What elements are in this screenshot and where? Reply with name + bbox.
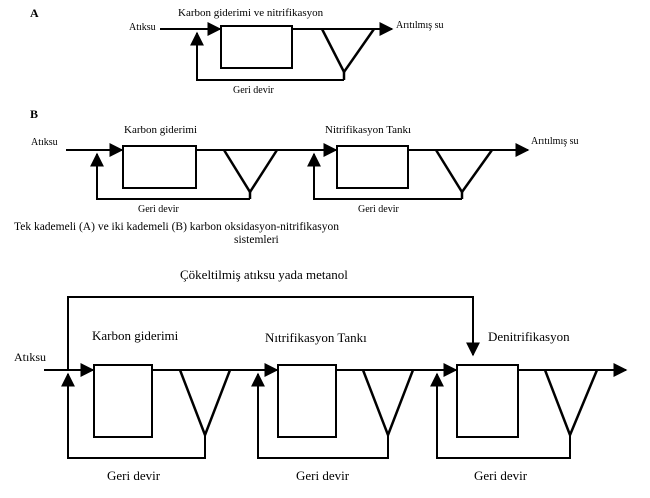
diagram-b-clarifier-2 — [434, 149, 494, 195]
diagram-c-recycle-line-1 — [61, 372, 206, 459]
caption-line-2: sistemleri — [234, 234, 279, 246]
diagram-c-bypass-label: Çökeltilmiş atıksu yada metanol — [180, 267, 348, 282]
diagram-c-reactor-2 — [277, 364, 337, 438]
diagram-c-recycle-line-3 — [430, 372, 571, 459]
diagram-c-clarifier-1 — [178, 369, 232, 439]
diagram-b-reactor-1 — [122, 145, 197, 189]
diagram-a-title: Karbon giderimi ve nitrifikasyon — [178, 7, 324, 19]
diagram-a-clarifier — [320, 28, 376, 75]
diagram-b-output-label: Arıtılmış su — [531, 136, 579, 147]
diagram-b-clarifier-1 — [222, 149, 279, 195]
diagram-b-label: B — [30, 107, 38, 121]
diagram-a-label: A — [30, 6, 39, 20]
diagram-b-stage2-label: Nitrifikasyon Tankı — [325, 124, 411, 136]
diagram-c-recycle-label-2: Geri devir — [296, 468, 350, 483]
diagram-b-stage1-label: Karbon giderimi — [124, 124, 197, 136]
diagram-c-stage1-label: Karbon giderimi — [92, 328, 179, 343]
diagram-a-input-label: Atıksu — [129, 22, 156, 33]
diagram-a-recycle-line — [190, 31, 344, 81]
diagram-c-clarifier-2 — [361, 369, 415, 439]
caption: Tek kademeli (A) ve iki kademeli (B) kar… — [14, 221, 339, 246]
diagram-b-recycle-line-1 — [90, 152, 250, 200]
diagram-c-reactor-3 — [456, 364, 519, 438]
diagram-b-recycle-label-1: Geri devir — [138, 204, 179, 215]
diagram-c-bypass-line — [67, 296, 480, 370]
diagram-c-recycle-label-1: Geri devir — [107, 468, 161, 483]
diagram-c-reactor-1 — [93, 364, 153, 438]
diagram-b-recycle-label-2: Geri devir — [358, 204, 399, 215]
diagram-a-reactor — [220, 25, 293, 69]
diagram-b: B Atıksu Karbon giderimi Nitrifikasyon T… — [30, 107, 579, 215]
diagram-c-stage2-label: Nıtrifikasyon Tankı — [265, 330, 367, 345]
diagram-c-recycle-label-3: Geri devir — [474, 468, 528, 483]
diagram-c-clarifier-3 — [543, 369, 599, 439]
diagram-b-input-label: Atıksu — [31, 137, 58, 148]
diagram-a-output-label: Arıtılmış su — [396, 20, 444, 31]
diagram-c-stage3-label: Denitrifikasyon — [488, 329, 570, 344]
diagram-a: A Karbon giderimi ve nitrifikasyon Atıks… — [30, 6, 444, 96]
diagram-c-recycle-line-2 — [251, 372, 389, 459]
diagram-b-reactor-2 — [336, 145, 409, 189]
diagram-a-recycle-label: Geri devir — [233, 85, 274, 96]
diagram-c-input-label: Atıksu — [14, 350, 46, 364]
diagram-b-recycle-line-2 — [307, 152, 462, 200]
caption-line-1: Tek kademeli (A) ve iki kademeli (B) kar… — [14, 221, 339, 233]
diagram-c: Çökeltilmiş atıksu yada metanol Atıksu K… — [14, 267, 628, 483]
